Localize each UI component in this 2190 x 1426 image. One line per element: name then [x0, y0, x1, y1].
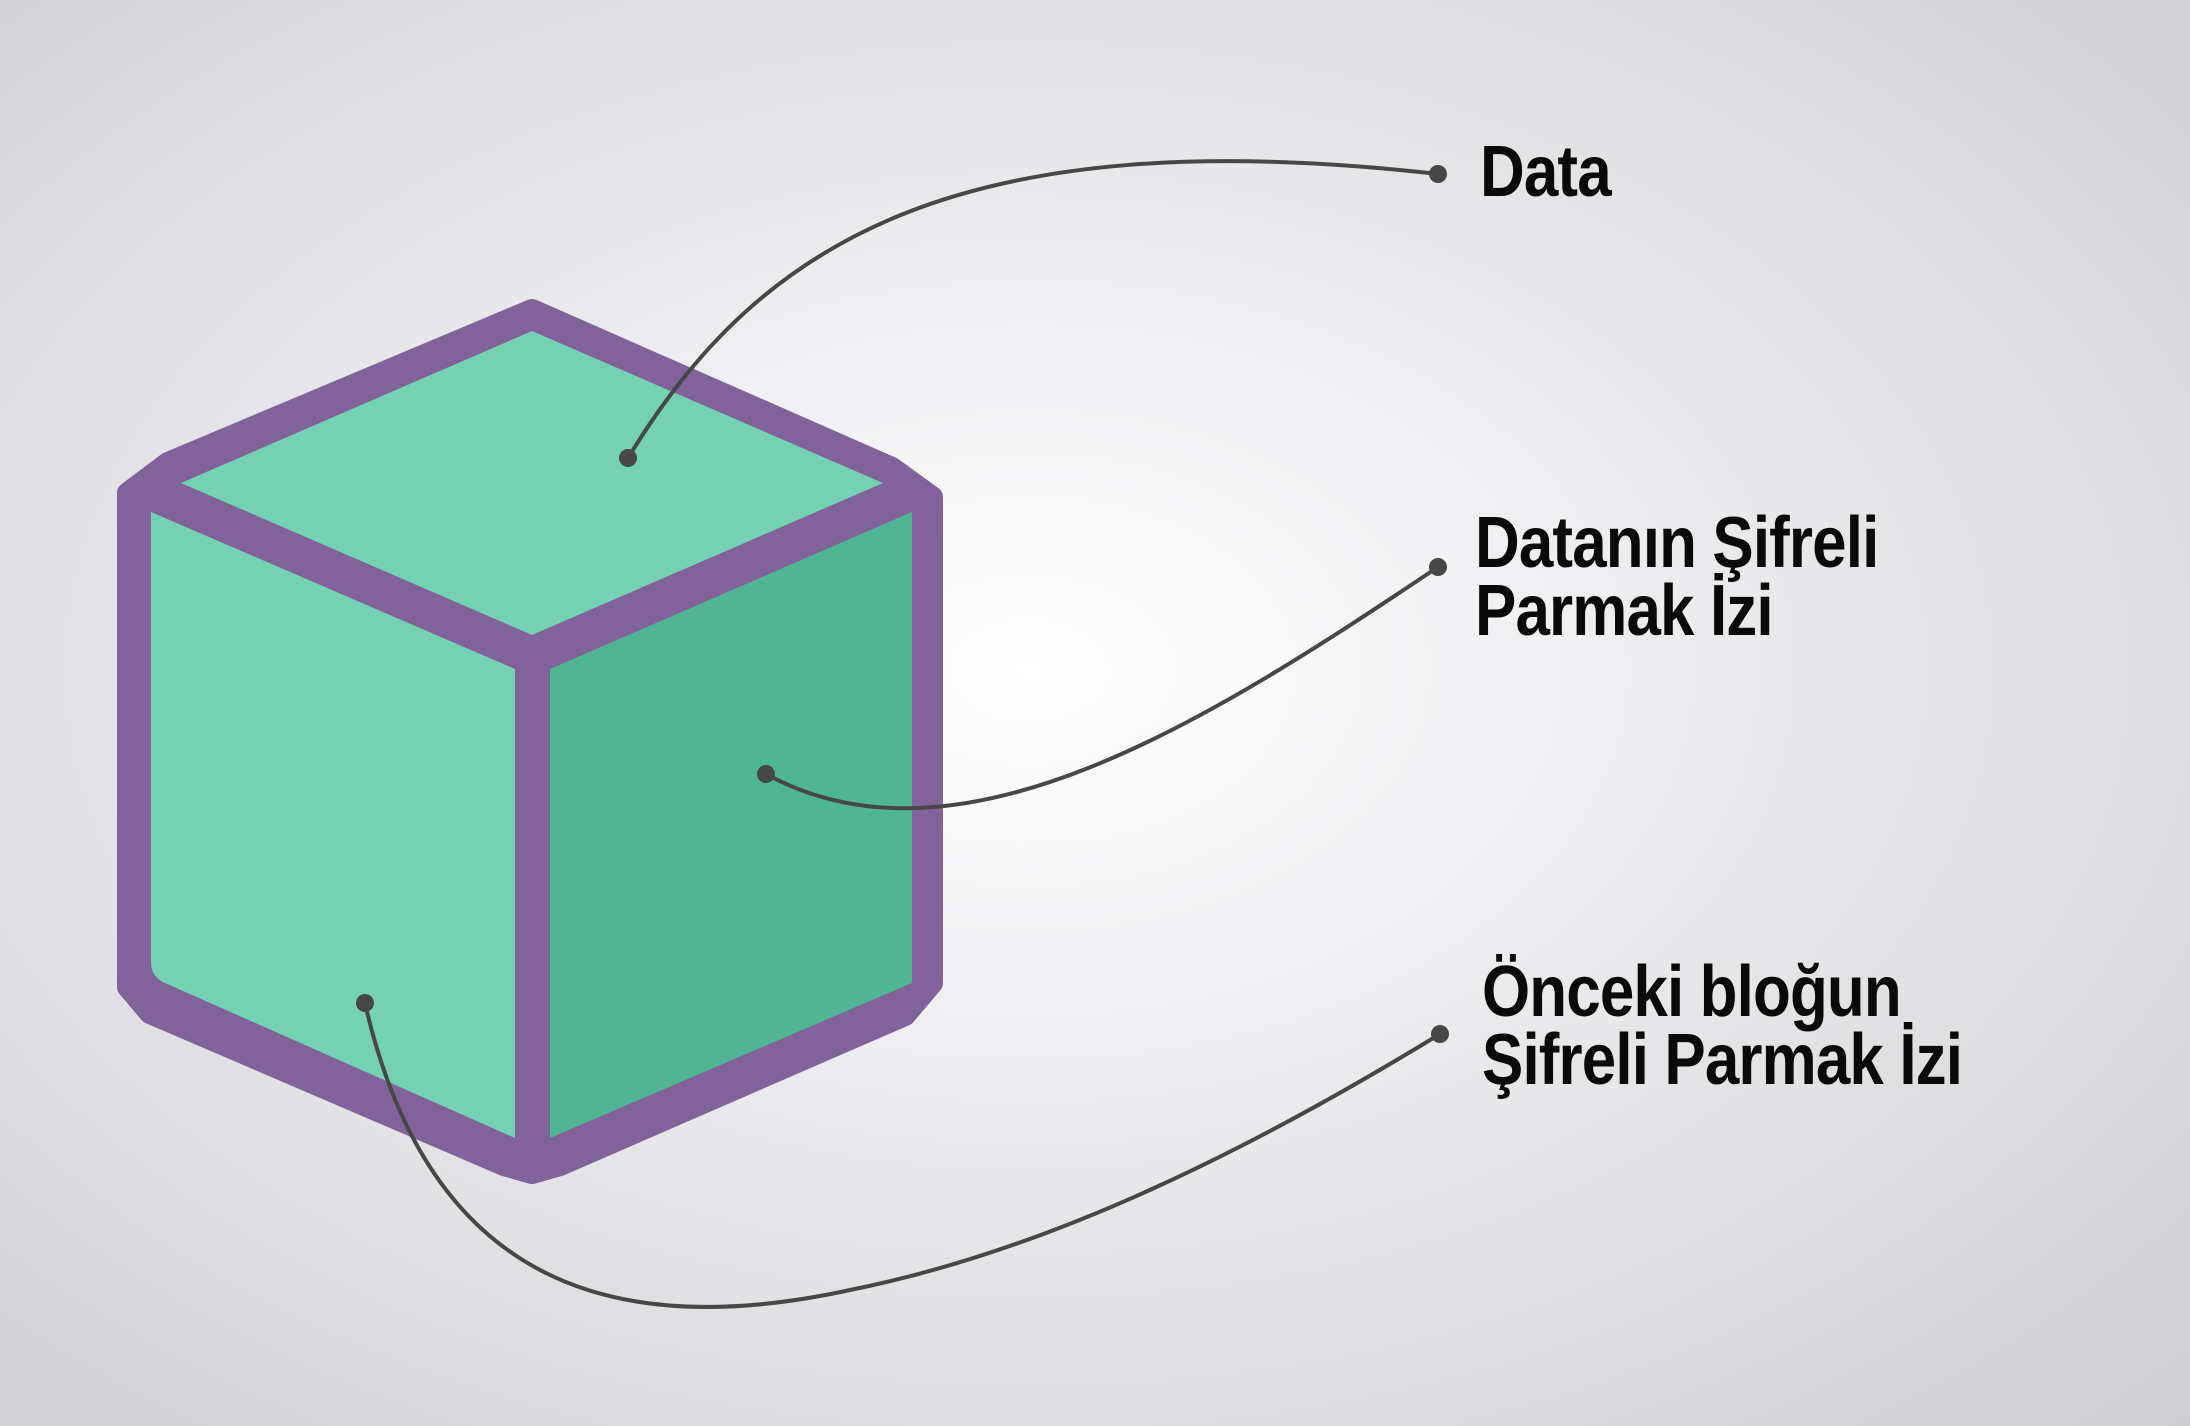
label-data-text: Data — [1480, 138, 1611, 206]
label-previous-hash-line1: Önceki bloğun — [1482, 958, 1962, 1026]
label-previous-hash: Önceki bloğun Şifreli Parmak İzi — [1482, 958, 1962, 1094]
label-data-hash-line1: Datanın Şifreli — [1475, 509, 1878, 577]
label-data-hash: Datanın Şifreli Parmak İzi — [1475, 509, 1878, 645]
label-data: Data — [1480, 138, 1611, 206]
connector-data-end-dot — [1429, 165, 1447, 183]
connector-prev-start-dot — [356, 994, 374, 1012]
connector-prev-end-dot — [1431, 1025, 1449, 1043]
connector-hash-start-dot — [757, 765, 775, 783]
connector-data-start-dot — [619, 449, 637, 467]
label-previous-hash-line2: Şifreli Parmak İzi — [1482, 1026, 1962, 1094]
connector-hash-end-dot — [1429, 558, 1447, 576]
label-data-hash-line2: Parmak İzi — [1475, 577, 1878, 645]
